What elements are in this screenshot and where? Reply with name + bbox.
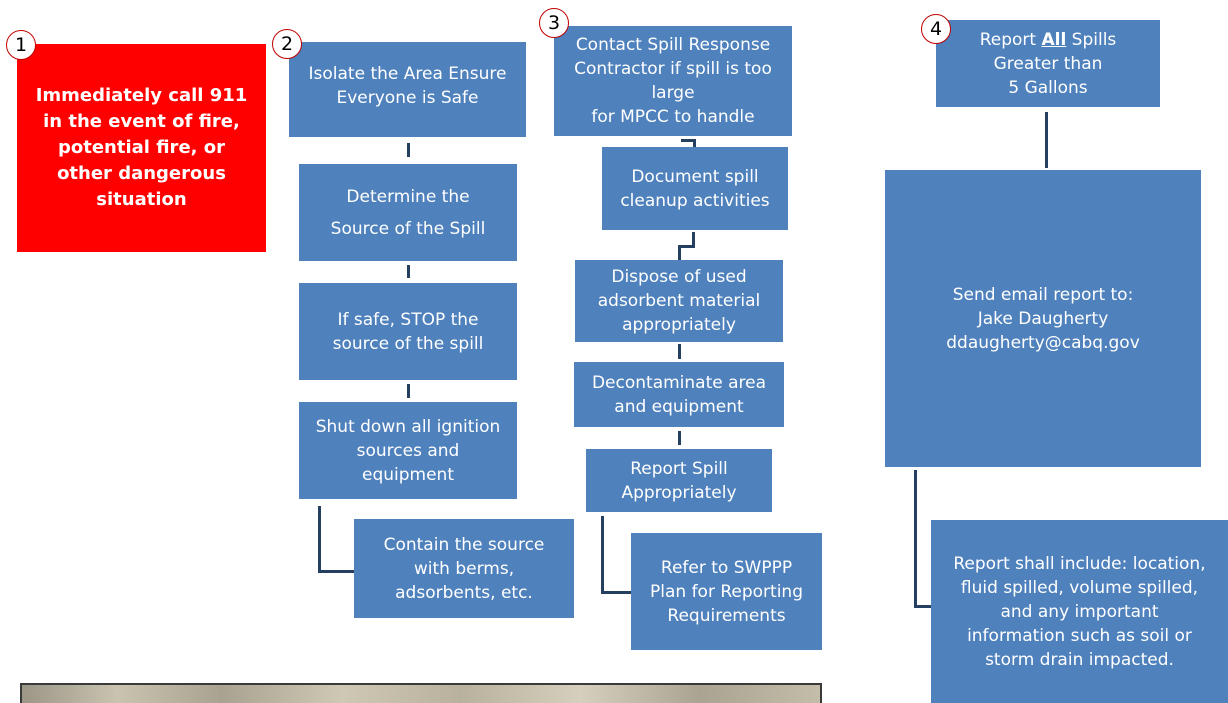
box-line: ddaugherty@cabq.gov — [946, 332, 1140, 353]
box-line: Dispose of used — [611, 267, 747, 287]
report-all-spills-box: Report All Spills Greater than 5 Gallons — [936, 20, 1160, 107]
box-line: Document spill — [631, 166, 759, 187]
box-line: fluid spilled, volume spilled, — [960, 577, 1199, 598]
stop-source-box: If safe, STOP the source of the spill — [299, 283, 517, 380]
decontaminate-box: Decontaminate area and equipment — [574, 362, 784, 427]
connector — [678, 344, 681, 359]
connector — [407, 384, 410, 398]
shut-down-ignition-box: Shut down all ignition sources and equip… — [299, 402, 517, 499]
isolate-area-box: Isolate the Area Ensure Everyone is Safe — [289, 42, 526, 137]
box-line: with berms, — [413, 558, 515, 579]
connector — [914, 605, 931, 608]
dispose-adsorbent-box: Dispose of used adsorbent material appro… — [575, 260, 783, 342]
box-line: Contain the source — [383, 534, 545, 555]
connector — [678, 245, 681, 260]
box-line: Shut down all ignition — [315, 416, 501, 437]
contact-contractor-box: Contact Spill Response Contractor if spi… — [554, 26, 792, 136]
box-line: Contractor if spill is too large — [574, 59, 772, 103]
connector — [692, 232, 695, 247]
box-line: Plan for Reporting — [650, 581, 803, 602]
box-line: information such as soil or — [967, 625, 1192, 646]
box-line: cleanup activities — [620, 190, 770, 211]
connector — [407, 143, 410, 157]
box-line: Report shall include: location, — [953, 553, 1206, 574]
box-line: Send email report to: — [952, 284, 1134, 305]
box-line: for MPCC to handle — [591, 107, 755, 127]
box-line: Greater than — [993, 53, 1103, 74]
emergency-line: in the event of fire, — [43, 111, 240, 132]
emergency-line: Immediately call 911 — [35, 85, 248, 106]
box-line: Decontaminate area — [591, 372, 767, 393]
connector — [681, 139, 695, 142]
box-line: storm drain impacted. — [985, 649, 1174, 670]
emergency-line: potential fire, or — [57, 137, 225, 158]
connector — [318, 506, 321, 572]
box-line: Isolate the Area Ensure — [308, 64, 507, 84]
emergency-line: situation — [96, 189, 187, 210]
step-number-3: 3 — [539, 8, 569, 38]
emergency-line: other dangerous — [57, 163, 226, 184]
box-line: Requirements — [667, 605, 786, 626]
connector — [1045, 112, 1048, 168]
document-cleanup-box: Document spill cleanup activities — [602, 147, 788, 230]
box-line: Refer to SWPPP — [660, 557, 793, 578]
step-number-2: 2 — [272, 29, 302, 59]
step-number-4: 4 — [921, 14, 951, 44]
contain-source-box: Contain the source with berms, adsorbent… — [354, 519, 574, 618]
box-line: appropriately — [622, 315, 736, 335]
box-line: and any important — [1000, 601, 1159, 622]
box-line: Appropriately — [621, 482, 737, 503]
box-line: Jake Daugherty — [977, 308, 1109, 329]
box-line: and equipment — [614, 396, 744, 417]
header-text: Spills — [1066, 29, 1117, 50]
box-line: Report All Spills — [980, 28, 1117, 52]
box-line: Source of the Spill — [330, 218, 486, 239]
connector — [318, 570, 354, 573]
box-line: Contact Spill Response — [575, 35, 771, 55]
box-line: If safe, STOP the — [337, 309, 479, 330]
report-contents-box: Report shall include: location, fluid sp… — [931, 520, 1228, 703]
box-line: Determine the — [346, 186, 470, 207]
box-line: adsorbents, etc. — [395, 582, 533, 603]
connector — [601, 591, 631, 594]
header-emphasis: All — [1041, 29, 1067, 50]
aerial-photo — [20, 683, 822, 703]
connector — [407, 265, 410, 278]
connector — [914, 470, 917, 607]
step-number-1: 1 — [6, 30, 36, 60]
determine-source-box: Determine the Source of the Spill — [299, 164, 517, 261]
connector — [693, 139, 696, 147]
report-spill-box: Report Spill Appropriately — [586, 449, 772, 512]
emergency-call-box: Immediately call 911 in the event of fir… — [17, 44, 266, 252]
connector — [678, 431, 681, 445]
header-text: Report — [979, 29, 1042, 50]
box-line: Report Spill — [630, 458, 728, 479]
send-email-box: Send email report to: Jake Daugherty dda… — [885, 170, 1201, 467]
box-line: Everyone is Safe — [336, 88, 479, 108]
connector — [678, 245, 695, 248]
box-line: equipment — [362, 464, 454, 485]
box-line: adsorbent material — [597, 291, 761, 311]
box-line: source of the spill — [332, 333, 484, 354]
box-line: 5 Gallons — [1008, 77, 1088, 98]
box-line: sources and — [356, 440, 460, 461]
refer-swppp-box: Refer to SWPPP Plan for Reporting Requir… — [631, 533, 822, 650]
connector — [601, 516, 604, 593]
